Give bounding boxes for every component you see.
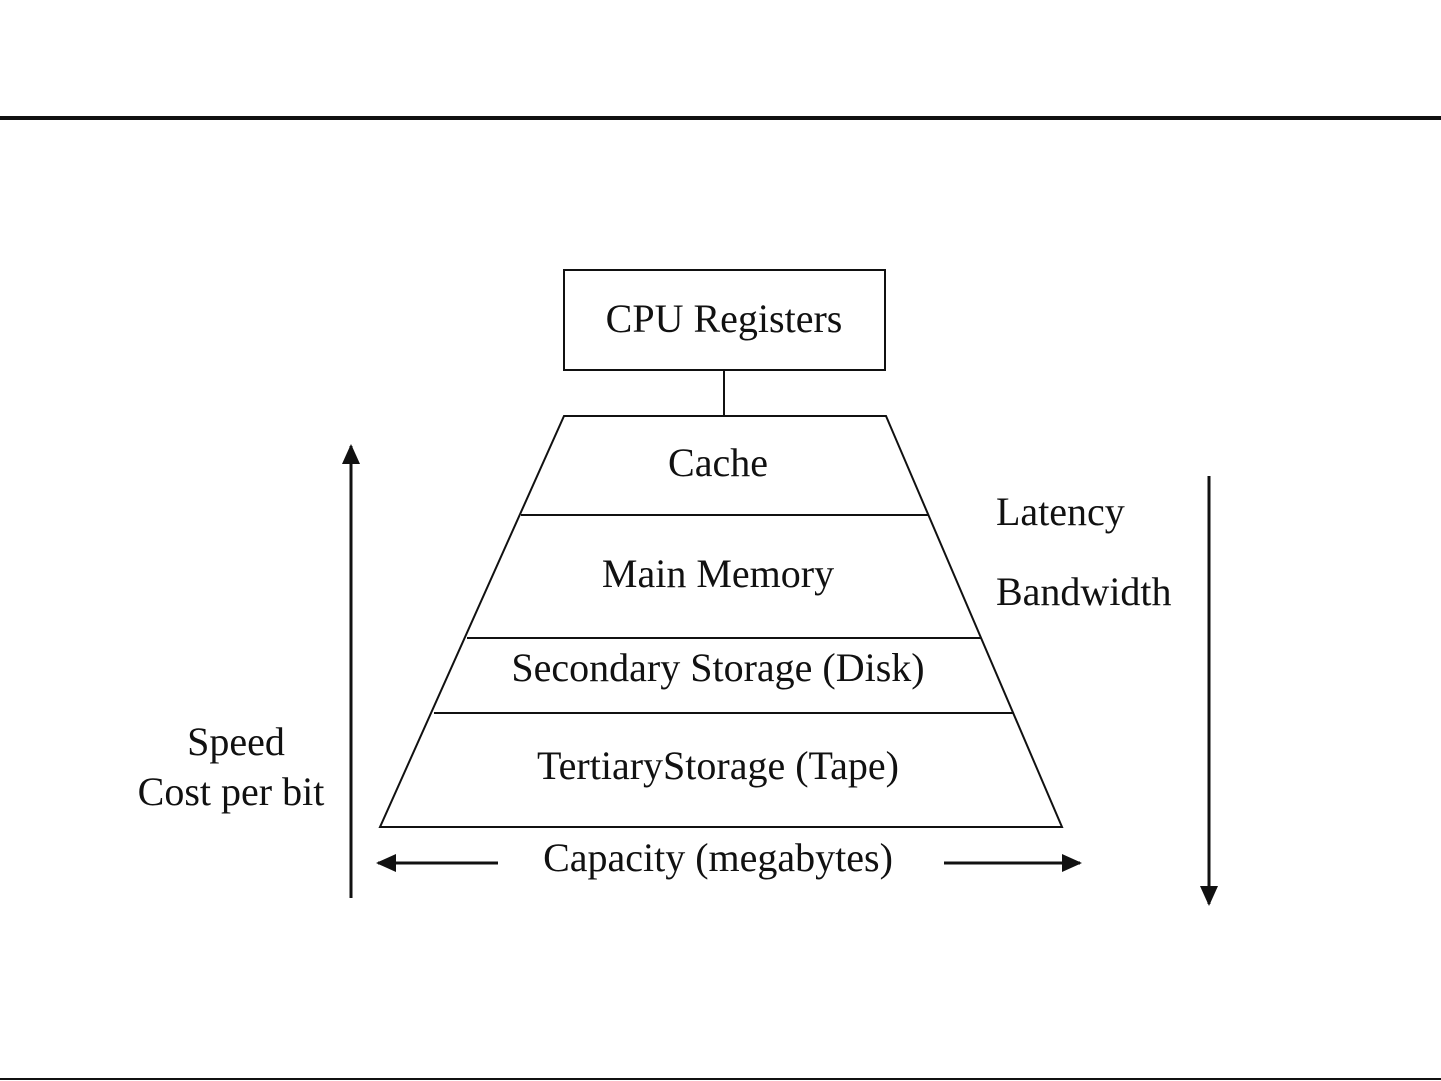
latency-label: Latency xyxy=(996,489,1125,534)
cpu-registers-label: CPU Registers xyxy=(606,296,843,341)
speed-label: Speed xyxy=(187,719,285,764)
level-tertiary-storage-label: TertiaryStorage (Tape) xyxy=(537,743,899,788)
cost-per-bit-label: Cost per bit xyxy=(138,769,325,814)
bandwidth-label: Bandwidth xyxy=(996,569,1172,614)
level-main-memory-label: Main Memory xyxy=(602,551,834,596)
level-secondary-storage-label: Secondary Storage (Disk) xyxy=(511,645,924,690)
capacity-label: Capacity (megabytes) xyxy=(543,835,893,880)
level-cache-label: Cache xyxy=(668,440,768,485)
